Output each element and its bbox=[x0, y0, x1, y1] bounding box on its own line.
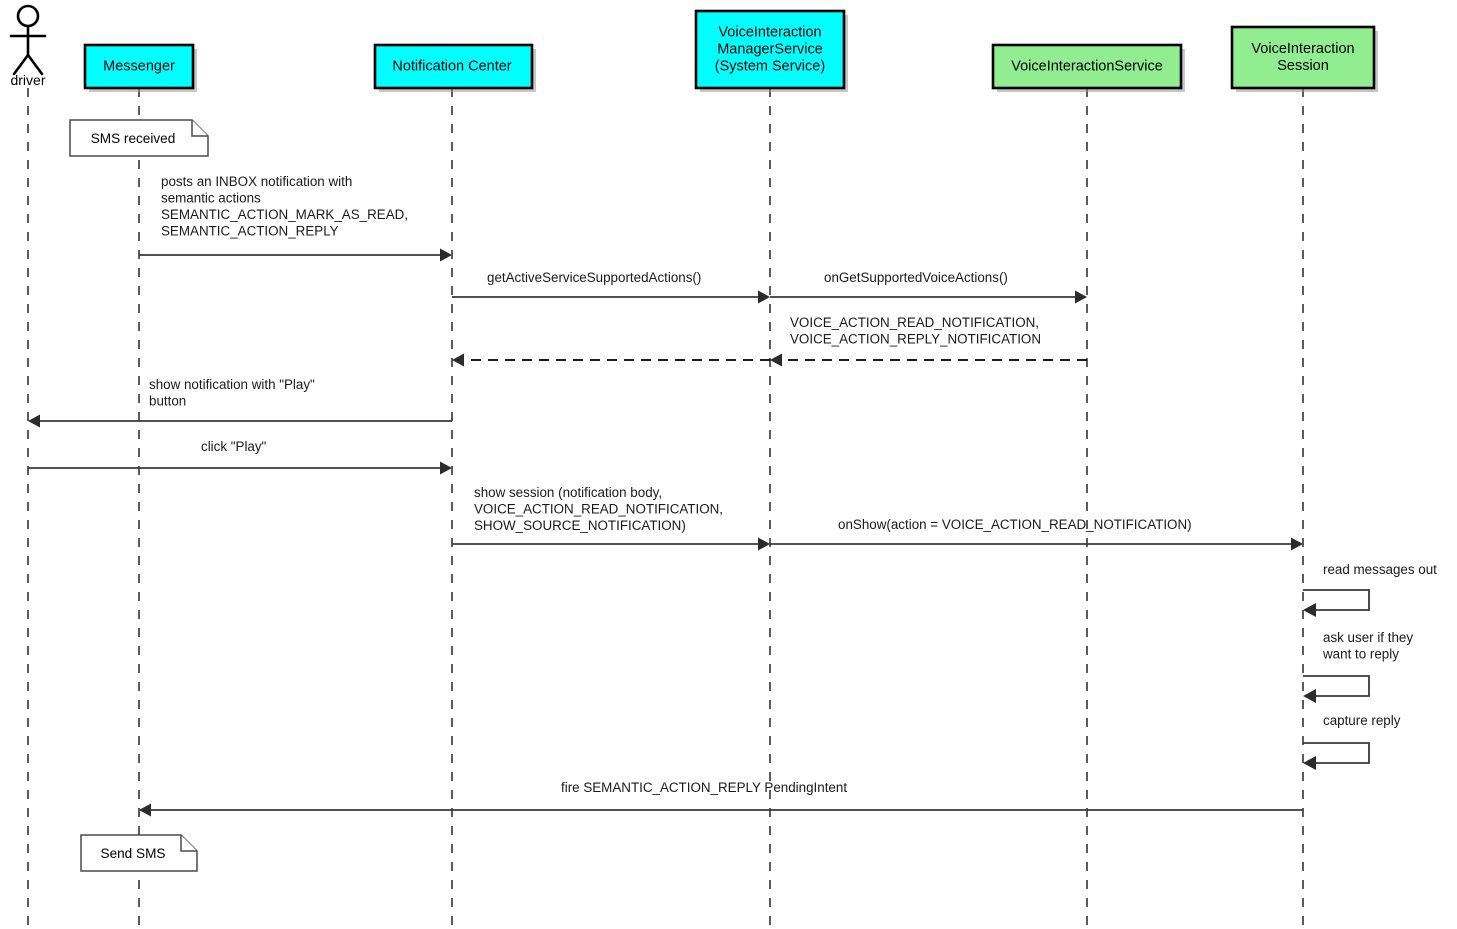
self-message-label-self-ask-user-if-they-want-to-reply: ask user if they bbox=[1323, 630, 1413, 645]
message-label-msg-show-session: show session (notification body, bbox=[474, 485, 662, 500]
self-message-arrowhead bbox=[1303, 603, 1316, 617]
actors-layer: driver bbox=[9, 4, 47, 88]
message-arrowhead bbox=[758, 537, 770, 551]
participant-label-voice-interaction-manager-service: ManagerService bbox=[717, 41, 823, 57]
note-label-note-send-sms: Send SMS bbox=[101, 846, 166, 861]
message-msg-post-inbox-notification: posts an INBOX notification with semantic… bbox=[139, 174, 452, 262]
actor-leg-right-icon bbox=[26, 53, 44, 76]
participant-label-voice-interaction-session: VoiceInteraction bbox=[1251, 41, 1354, 57]
actor-driver: driver bbox=[9, 4, 47, 88]
self-message-path bbox=[1303, 589, 1370, 611]
message-label-msg-post-inbox-notification: posts an INBOX notification with bbox=[161, 174, 352, 189]
participant-label-messenger: Messenger bbox=[103, 58, 175, 74]
self-message-path bbox=[1303, 742, 1370, 764]
participant-box[interactable] bbox=[83, 43, 195, 90]
message-label-msg-on-get-supported-voice-actions: onGetSupportedVoiceActions() bbox=[824, 270, 1008, 285]
participant-label-voice-interaction-service: VoiceInteractionService bbox=[1011, 58, 1163, 74]
self-message-arrowhead bbox=[1303, 756, 1316, 770]
message-label-msg-post-inbox-notification: SEMANTIC_ACTION_REPLY bbox=[161, 224, 339, 239]
note-note-send-sms: Send SMS bbox=[80, 834, 198, 872]
message-msg-show-session: show session (notification body, VOICE_AC… bbox=[452, 485, 770, 551]
message-msg-get-active-service-supported-actions: getActiveServiceSupportedActions() bbox=[452, 270, 770, 304]
message-label-msg-return-voice-actions-to-manager: VOICE_ACTION_READ_NOTIFICATION, bbox=[790, 315, 1039, 330]
message-label-msg-show-session: VOICE_ACTION_READ_NOTIFICATION, bbox=[474, 502, 723, 517]
actor-leg-left-icon bbox=[12, 53, 30, 76]
note-fold-corner-icon bbox=[180, 835, 197, 852]
actor-label-driver: driver bbox=[10, 72, 45, 88]
participant-box[interactable] bbox=[1230, 25, 1376, 90]
self-message-self-capture-reply: capture reply bbox=[1303, 713, 1401, 770]
note-shape bbox=[80, 834, 198, 872]
message-arrowhead bbox=[1291, 537, 1303, 551]
self-message-label-self-ask-user-if-they-want-to-reply: want to reply bbox=[1322, 647, 1399, 662]
self-message-path bbox=[1303, 675, 1370, 697]
message-label-msg-show-notification-with-play-button: show notification with "Play" bbox=[149, 377, 315, 392]
message-msg-return-voice-actions-to-notification-center bbox=[452, 353, 770, 367]
message-arrowhead bbox=[440, 248, 452, 262]
lifelines-layer bbox=[27, 88, 1304, 925]
participant-label-voice-interaction-manager-service: VoiceInteraction bbox=[718, 24, 821, 40]
self-message-self-read-messages-out: read messages out bbox=[1303, 562, 1437, 617]
note-note-sms-received: SMS received bbox=[69, 119, 209, 157]
message-label-msg-show-session: SHOW_SOURCE_NOTIFICATION) bbox=[474, 518, 686, 533]
message-msg-on-get-supported-voice-actions: onGetSupportedVoiceActions() bbox=[770, 270, 1087, 304]
self-message-arrowhead bbox=[1303, 689, 1316, 703]
participant-notification-center[interactable]: Notification Center bbox=[373, 43, 536, 92]
message-arrowhead bbox=[1075, 290, 1087, 304]
participants-layer: Messenger Notification Center VoiceInterac… bbox=[83, 9, 1378, 92]
messages-layer: posts an INBOX notification with semantic… bbox=[28, 174, 1303, 817]
actor-head-icon bbox=[16, 4, 40, 28]
message-label-msg-on-show-action-read-notification: onShow(action = VOICE_ACTION_READ_NOTIFI… bbox=[838, 517, 1192, 532]
participant-label-voice-interaction-session: Session bbox=[1277, 58, 1329, 74]
self-message-self-ask-user-if-they-want-to-reply: ask user if they want to reply bbox=[1303, 630, 1413, 703]
participant-box[interactable] bbox=[694, 9, 846, 90]
participant-label-notification-center: Notification Center bbox=[392, 58, 511, 74]
message-arrowhead bbox=[28, 414, 40, 428]
message-label-msg-return-voice-actions-to-manager: VOICE_ACTION_REPLY_NOTIFICATION bbox=[790, 332, 1041, 347]
message-label-msg-post-inbox-notification: semantic actions bbox=[161, 191, 261, 206]
message-msg-fire-semantic-action-reply-pending-intent: fire SEMANTIC_ACTION_REPLY PendingIntent bbox=[139, 780, 1303, 817]
participant-label-voice-interaction-manager-service: (System Service) bbox=[715, 58, 825, 74]
message-arrowhead bbox=[770, 353, 782, 367]
message-arrowhead bbox=[452, 353, 464, 367]
note-shape bbox=[69, 119, 209, 157]
message-msg-return-voice-actions-to-manager: VOICE_ACTION_READ_NOTIFICATION, VOICE_ACT… bbox=[770, 315, 1087, 367]
participant-box[interactable] bbox=[991, 43, 1183, 90]
self-message-label-self-read-messages-out: read messages out bbox=[1323, 562, 1437, 577]
note-fold-corner-icon bbox=[191, 120, 208, 137]
note-label-note-sms-received: SMS received bbox=[91, 131, 176, 146]
message-label-msg-post-inbox-notification: SEMANTIC_ACTION_MARK_AS_READ, bbox=[161, 207, 408, 222]
participant-box[interactable] bbox=[373, 43, 534, 90]
self-messages-layer: read messages out ask user if they want to… bbox=[1303, 562, 1437, 770]
message-label-msg-click-play: click "Play" bbox=[201, 439, 267, 454]
message-arrowhead bbox=[139, 803, 151, 817]
participant-voice-interaction-service[interactable]: VoiceInteractionService bbox=[991, 43, 1185, 92]
message-msg-show-notification-with-play-button: show notification with "Play" button bbox=[28, 377, 452, 428]
participant-messenger[interactable]: Messenger bbox=[83, 43, 197, 92]
message-arrowhead bbox=[758, 290, 770, 304]
message-label-msg-fire-semantic-action-reply-pending-intent: fire SEMANTIC_ACTION_REPLY PendingIntent bbox=[561, 780, 847, 795]
message-msg-on-show-action-read-notification: onShow(action = VOICE_ACTION_READ_NOTIFI… bbox=[770, 517, 1303, 551]
self-message-label-self-capture-reply: capture reply bbox=[1323, 713, 1401, 728]
message-label-msg-get-active-service-supported-actions: getActiveServiceSupportedActions() bbox=[487, 270, 701, 285]
message-arrowhead bbox=[440, 461, 452, 475]
message-msg-click-play: click "Play" bbox=[28, 439, 452, 475]
message-label-msg-show-notification-with-play-button: button bbox=[149, 394, 186, 409]
